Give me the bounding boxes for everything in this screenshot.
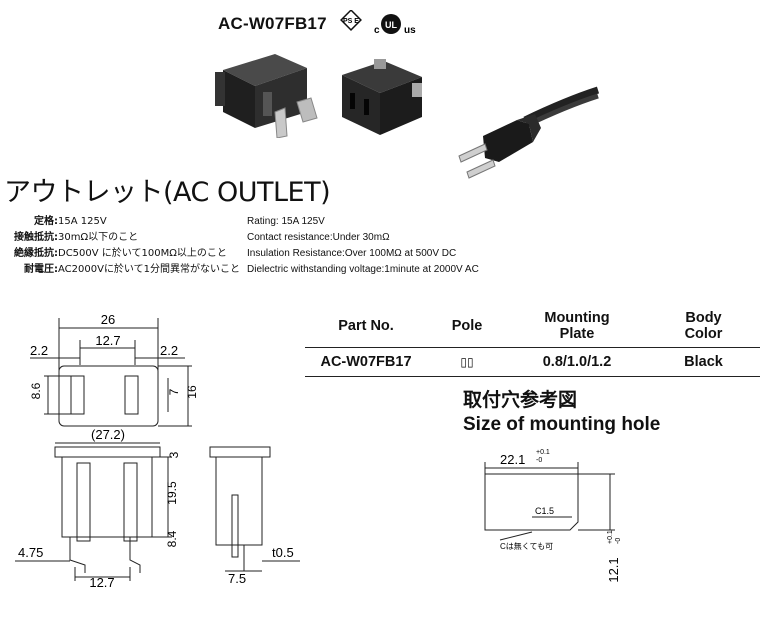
pse-text: PS E xyxy=(343,18,359,25)
cell-part-no: AC-W07FB17 xyxy=(320,354,412,370)
spec-row-en: Insulation Resistance:Over 100MΩ at 500V… xyxy=(247,248,457,259)
hole-chamfer: C1.5 xyxy=(535,506,554,516)
dim-t0-5: t0.5 xyxy=(272,545,294,560)
cell-mounting-plate: 0.8/1.0/1.2 xyxy=(542,354,612,370)
hole-width-tol-plus: +0.1 xyxy=(536,449,550,456)
ul-text: UL xyxy=(385,20,397,30)
hole-height-tol-minus: -0 xyxy=(615,538,622,544)
hole-height-dim: 12.1 xyxy=(606,557,621,582)
header-pole: Pole xyxy=(451,318,483,334)
dim-16: 16 xyxy=(185,385,199,399)
pse-mark-icon: PS E xyxy=(340,10,362,31)
cell-pole: ▯▯ xyxy=(460,355,474,369)
dim-4-75: 4.75 xyxy=(18,545,43,560)
dim-26: 26 xyxy=(101,312,115,327)
hole-height-tol-plus: +0.1 xyxy=(607,530,614,544)
front-view-drawing: 26 12.7 2.2 2.2 8.6 7 16 xyxy=(29,312,199,427)
outlet-photo-front xyxy=(342,59,422,135)
dim-27-2: (27.2) xyxy=(91,427,125,442)
dim-3: 3 xyxy=(167,451,181,458)
mounting-hole-title-en: Size of mounting hole xyxy=(463,414,661,435)
model-title: AC-W07FB17 xyxy=(218,14,327,33)
mounting-hole-title-jp: 取付穴参考図 xyxy=(463,389,578,411)
spec-row-jp: 耐電圧:AC2000Vに於いて1分間異常がないこと xyxy=(24,264,240,275)
dim-12-7-bottom: 12.7 xyxy=(89,575,114,590)
power-cord-plug-photo xyxy=(458,86,600,179)
spec-row-jp: 接触抵抗:30mΩ以下のこと xyxy=(14,232,139,243)
mounting-hole-drawing: 22.1 +0.1 -0 C1.5 Cは無くても可 12.1 +0.1 -0 xyxy=(484,449,622,583)
cell-body-color: Black xyxy=(684,354,723,370)
dim-8-4: 8.4 xyxy=(165,530,179,547)
outlet-photo-back xyxy=(215,54,318,138)
spec-row-en: Contact resistance:Under 30mΩ xyxy=(247,232,390,243)
hole-width-tol-minus: -0 xyxy=(536,457,542,464)
table-row: AC-W07FB17 ▯▯ 0.8/1.0/1.2 Black xyxy=(305,348,760,377)
us-mark-text: us xyxy=(404,25,416,36)
dim-7-5: 7.5 xyxy=(228,571,246,586)
spec-row-jp: 絶縁抵抗:DC500V に於いて100MΩ以上のこと xyxy=(14,248,227,259)
c-mark-text: c xyxy=(374,25,380,36)
dim-12-7-top: 12.7 xyxy=(95,333,120,348)
spec-row-jp: 定格:15A 125V xyxy=(34,216,107,227)
dim-2-2-right: 2.2 xyxy=(160,343,178,358)
dim-7: 7 xyxy=(167,388,181,395)
section-title: アウトレット(AC OUTLET) xyxy=(4,177,331,208)
side-view-drawing: (27.2) 3 19.5 8.4 4.75 12.7 7.5 t0.5 xyxy=(15,427,300,590)
dim-8-6: 8.6 xyxy=(29,382,43,399)
hole-note: Cは無くても可 xyxy=(500,541,553,551)
header-part-no: Part No. xyxy=(338,318,394,334)
dim-19-5: 19.5 xyxy=(165,481,179,505)
hole-width-dim: 22.1 xyxy=(500,452,525,467)
specs-en: Rating: 15A 125V Contact resistance:Unde… xyxy=(247,214,479,278)
spec-row-en: Dielectric withstanding voltage:1minute … xyxy=(247,264,479,275)
spec-row-en: Rating: 15A 125V xyxy=(247,216,325,227)
specs-jp: 定格:15A 125V 接触抵抗:30mΩ以下のこと 絶縁抵抗:DC500V に… xyxy=(4,214,242,278)
ul-mark-icon: UL xyxy=(381,14,401,34)
dim-2-2-left: 2.2 xyxy=(30,343,48,358)
certification-marks: PS E c UL us xyxy=(340,10,416,36)
